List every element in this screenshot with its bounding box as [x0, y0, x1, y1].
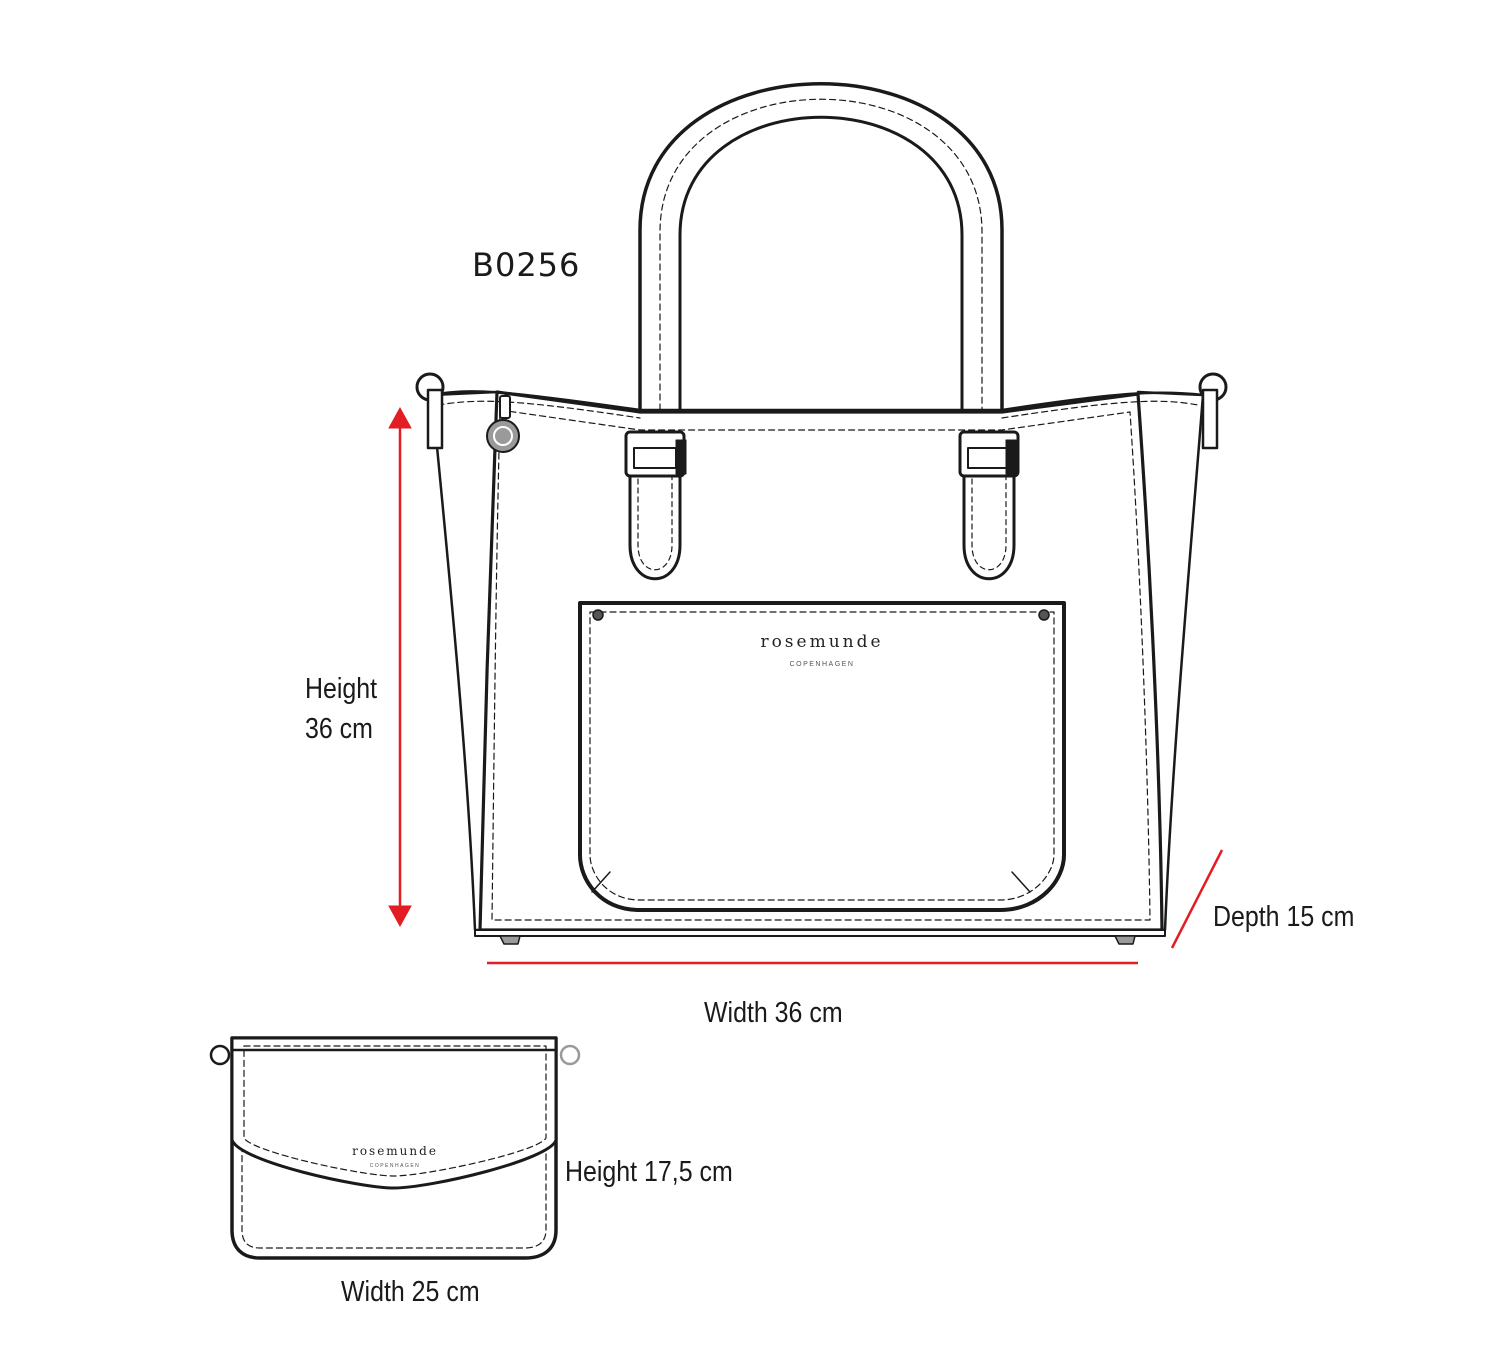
front-pocket [578, 601, 1066, 912]
tote-height-label-line1: Height [305, 673, 378, 705]
pouch-width-label: Width 25 cm [341, 1276, 480, 1308]
tote-side-rings [415, 372, 1228, 450]
pouch-brand-logo: rosemunde [352, 1144, 438, 1158]
tote-handles [638, 82, 1004, 422]
left-handle-tab [624, 430, 687, 581]
dimension-lines [388, 406, 1224, 965]
height-arrow-top [388, 406, 412, 429]
pouch-height-label: Height 17,5 cm [565, 1156, 733, 1188]
tote-brand-logo: rosemunde [760, 632, 884, 652]
pouch-brand-subtitle: COPENHAGEN [369, 1163, 421, 1169]
right-handle-tab [958, 430, 1020, 581]
height-arrow-bottom [388, 905, 412, 928]
tote-height-label-line2: 36 cm [305, 713, 373, 745]
tote-brand-subtitle: COPENHAGEN [789, 661, 855, 668]
tote-depth-label: Depth 15 cm [1213, 901, 1355, 933]
pouch [209, 1036, 581, 1260]
product-code: B0256 [472, 246, 581, 284]
tote-width-label: Width 36 cm [704, 997, 843, 1029]
depth-dimension-line [1170, 849, 1224, 949]
zipper-pull-icon [486, 392, 520, 453]
